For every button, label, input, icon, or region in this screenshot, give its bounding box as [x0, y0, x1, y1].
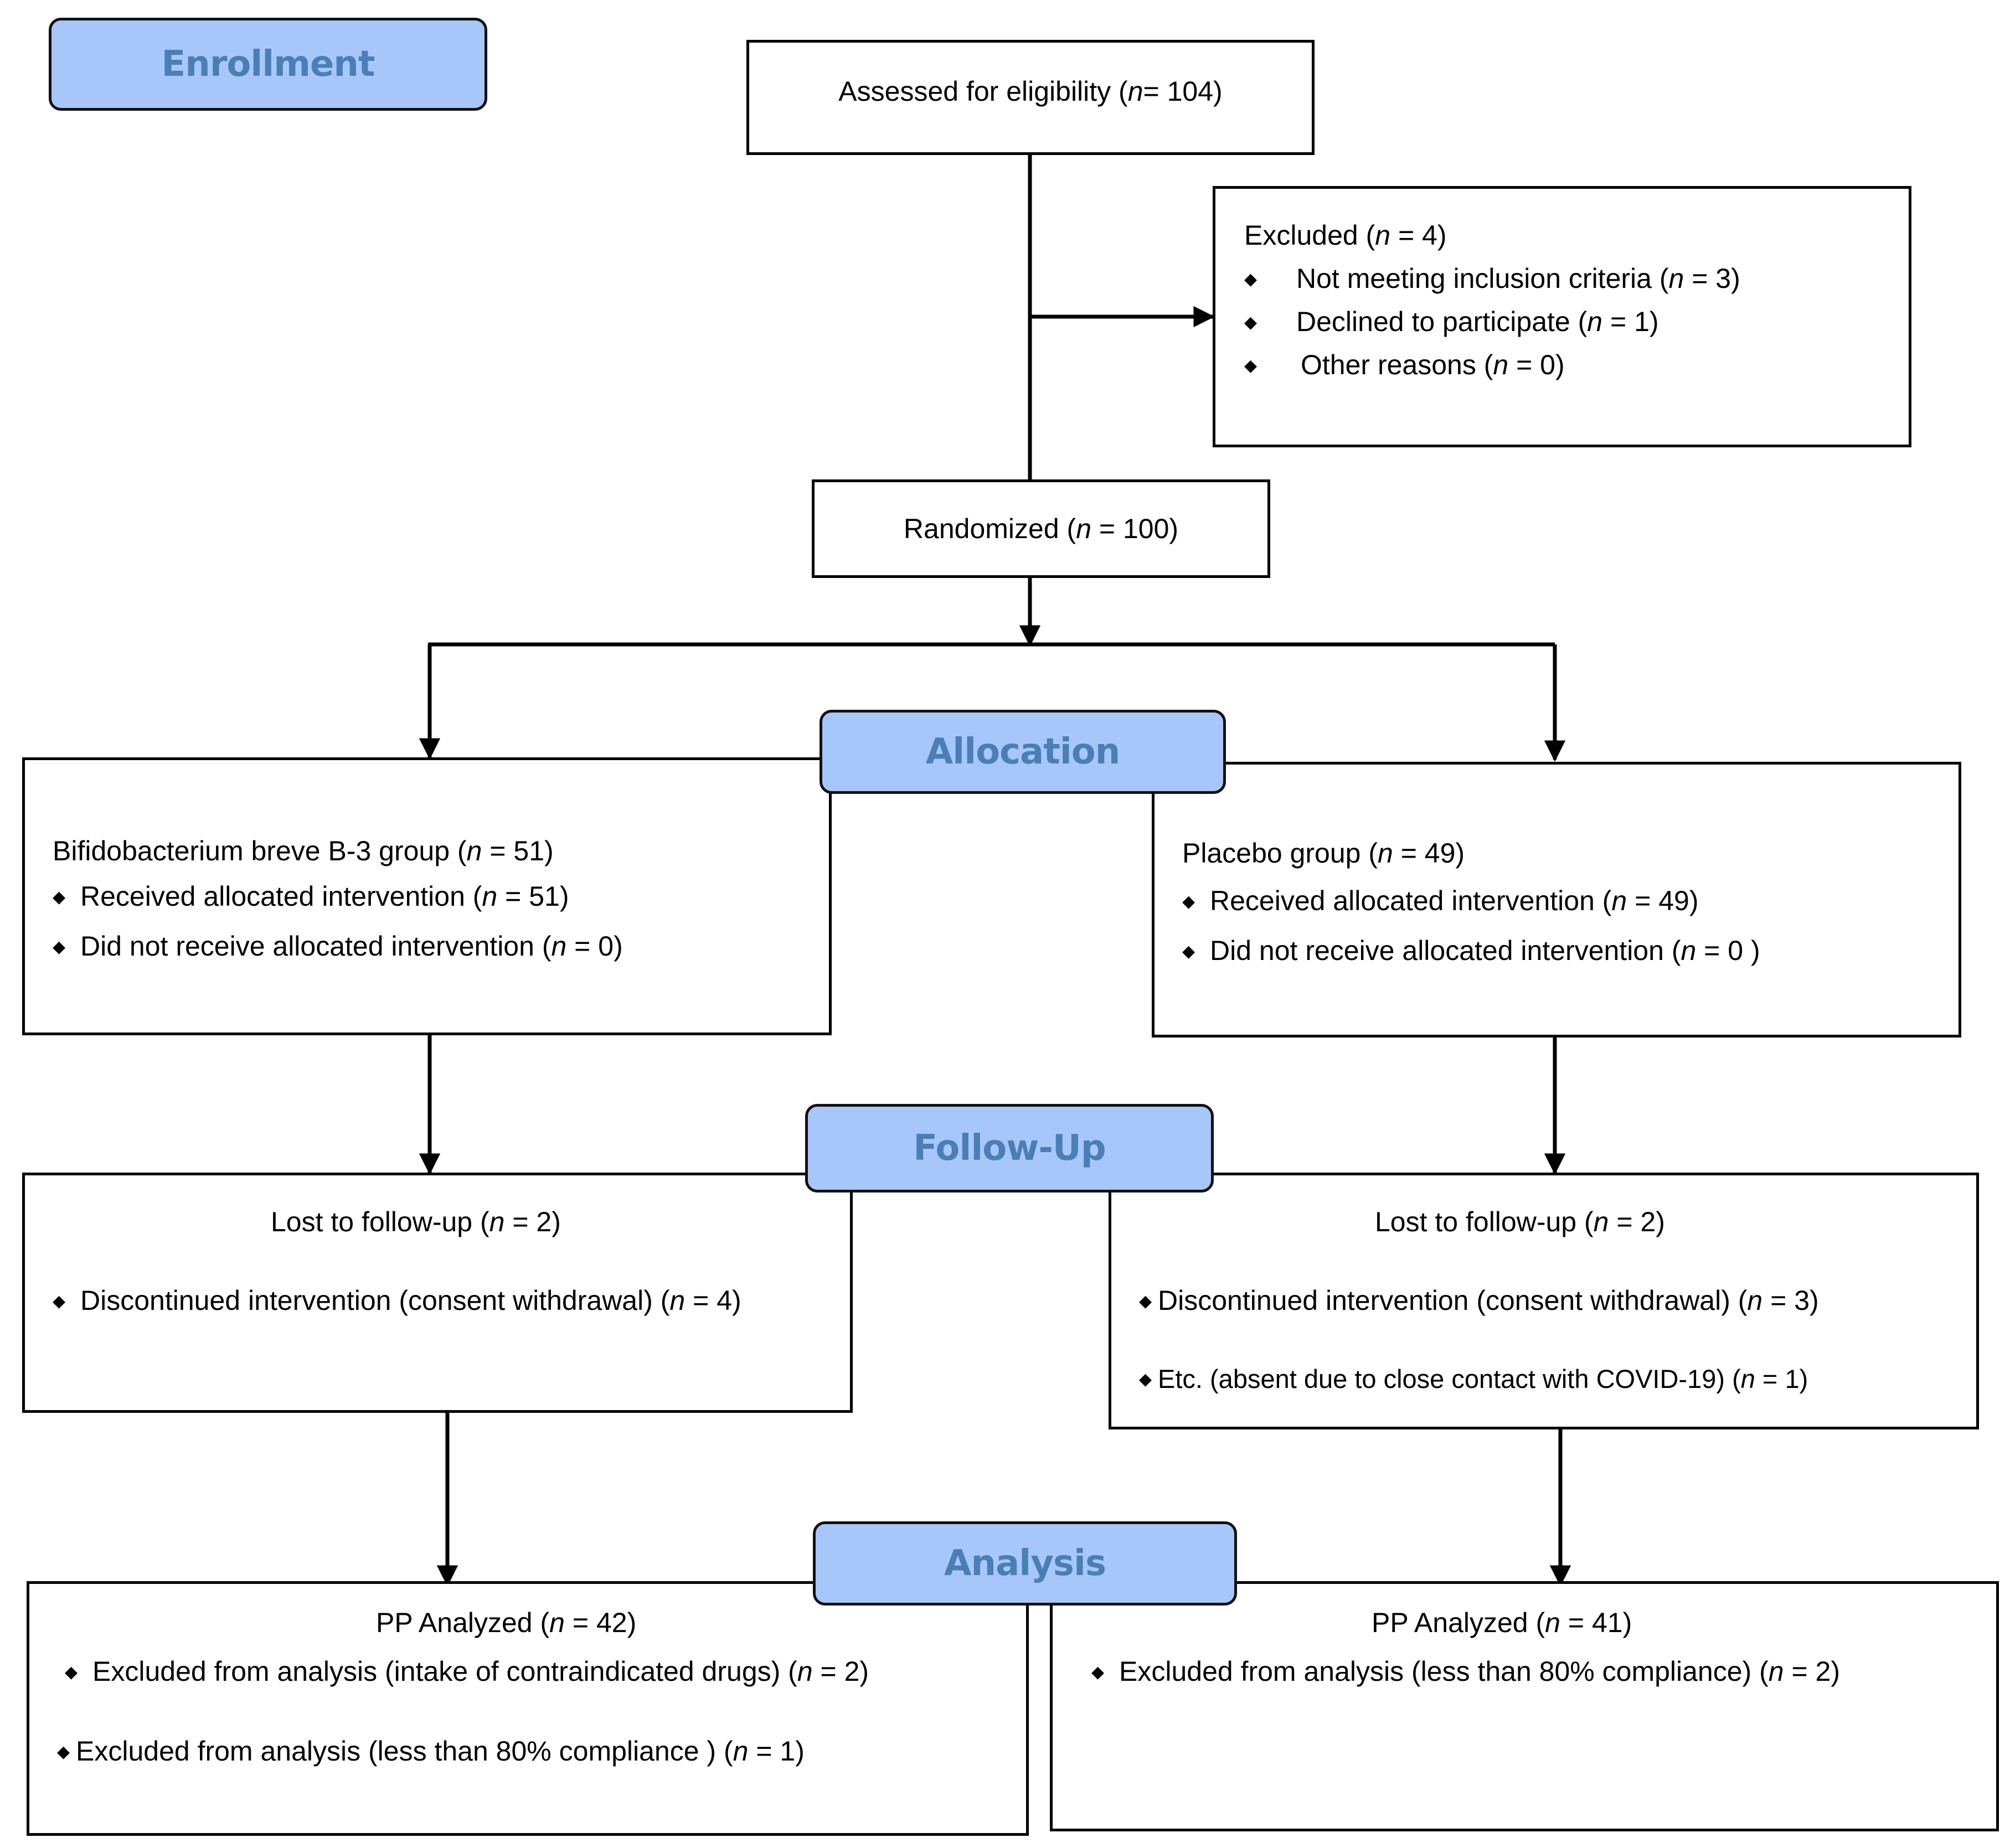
- bullet-icon: ◆: [1182, 892, 1195, 911]
- analysis-right-title: PP Analyzed (n = 41): [1372, 1607, 1632, 1638]
- stage-follow-up-label: Follow-Up: [913, 1128, 1106, 1169]
- bullet-icon: ◆: [65, 1663, 78, 1681]
- stage-enrollment: Enrollment: [49, 18, 487, 111]
- stage-enrollment-label: Enrollment: [161, 44, 375, 85]
- followup-right-title: Lost to follow-up (n = 2): [1375, 1206, 1665, 1237]
- followup-left-title: Lost to follow-up (n = 2): [271, 1206, 561, 1237]
- excluded-item: ◆Other reasons (n = 0): [1244, 349, 1565, 380]
- randomized-text: Randomized (n = 100): [903, 513, 1179, 544]
- excluded-item: ◆Declined to participate (n = 1): [1244, 306, 1659, 337]
- stage-allocation-label: Allocation: [925, 731, 1121, 772]
- followup-left-box: Lost to follow-up (n = 2) ◆Discontinued …: [22, 1173, 853, 1413]
- randomized-box: Randomized (n = 100): [812, 479, 1270, 578]
- bullet-icon: ◆: [53, 1292, 66, 1310]
- analysis-left-title: PP Analyzed (n = 42): [376, 1607, 637, 1638]
- placebo-item: ◆Received allocated intervention (n = 49…: [1182, 885, 1699, 916]
- bullet-icon: ◆: [1139, 1370, 1152, 1388]
- analysis-left-item: ◆Excluded from analysis (less than 80% c…: [57, 1736, 805, 1767]
- bullet-icon: ◆: [53, 938, 66, 956]
- placebo-group-box: Placebo group (n = 49) ◆Received allocat…: [1152, 762, 1961, 1037]
- bullet-icon: ◆: [1244, 357, 1257, 375]
- excluded-box: Excluded (n = 4) ◆Not meeting inclusion …: [1213, 186, 1911, 447]
- excluded-title: Excluded (n = 4): [1244, 220, 1447, 251]
- bullet-icon: ◆: [53, 888, 66, 906]
- stage-analysis-label: Analysis: [944, 1543, 1106, 1584]
- bifido-title: Bifidobacterium breve B-3 group (n = 51): [53, 835, 554, 866]
- bifido-item: ◆Received allocated intervention (n = 51…: [53, 881, 569, 912]
- analysis-left-item: ◆Excluded from analysis (intake of contr…: [65, 1656, 869, 1687]
- analysis-left-box: PP Analyzed (n = 42) ◆Excluded from anal…: [27, 1581, 1029, 1836]
- bullet-icon: ◆: [1139, 1292, 1152, 1310]
- assessed-text: Assessed for eligibility (n= 104): [838, 76, 1223, 107]
- analysis-right-item: ◆Excluded from analysis (less than 80% c…: [1091, 1656, 1840, 1687]
- followup-right-item: ◆Discontinued intervention (consent with…: [1139, 1285, 1819, 1316]
- placebo-title: Placebo group (n = 49): [1182, 838, 1465, 869]
- stage-follow-up: Follow-Up: [805, 1104, 1214, 1193]
- assessed-box: Assessed for eligibility (n= 104): [746, 40, 1315, 155]
- bifido-item: ◆Did not receive allocated intervention …: [53, 931, 623, 962]
- bullet-icon: ◆: [1244, 313, 1257, 332]
- bullet-icon: ◆: [1182, 942, 1195, 961]
- followup-right-box: Lost to follow-up (n = 2) ◆Discontinued …: [1109, 1173, 1979, 1429]
- stage-analysis: Analysis: [813, 1521, 1237, 1606]
- excluded-item: ◆Not meeting inclusion criteria (n = 3): [1244, 263, 1740, 294]
- followup-right-item: ◆Etc. (absent due to close contact with …: [1139, 1364, 1808, 1393]
- bullet-icon: ◆: [1244, 270, 1257, 288]
- bifido-group-box: Bifidobacterium breve B-3 group (n = 51)…: [22, 757, 832, 1035]
- bullet-icon: ◆: [57, 1743, 70, 1761]
- analysis-right-box: PP Analyzed (n = 41) ◆Excluded from anal…: [1050, 1581, 1999, 1831]
- followup-left-item: ◆Discontinued intervention (consent with…: [53, 1285, 741, 1316]
- bullet-icon: ◆: [1091, 1663, 1105, 1681]
- stage-allocation: Allocation: [820, 710, 1226, 794]
- placebo-item: ◆Did not receive allocated intervention …: [1182, 935, 1760, 966]
